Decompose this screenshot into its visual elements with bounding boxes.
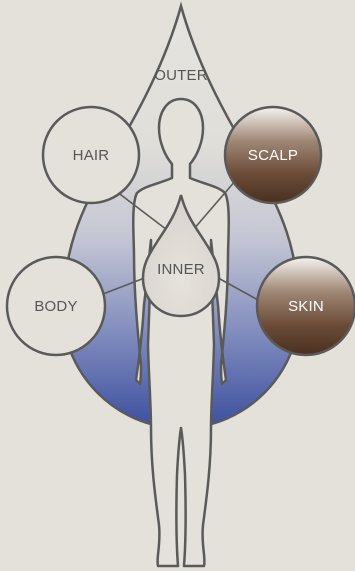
body-label: BODY xyxy=(34,298,77,315)
hair-label: HAIR xyxy=(73,147,110,164)
scalp-label: SCALP xyxy=(248,147,298,164)
skin-label: SKIN xyxy=(288,298,324,315)
inner-label: INNER xyxy=(157,261,205,278)
outer-label: OUTER xyxy=(154,67,208,84)
